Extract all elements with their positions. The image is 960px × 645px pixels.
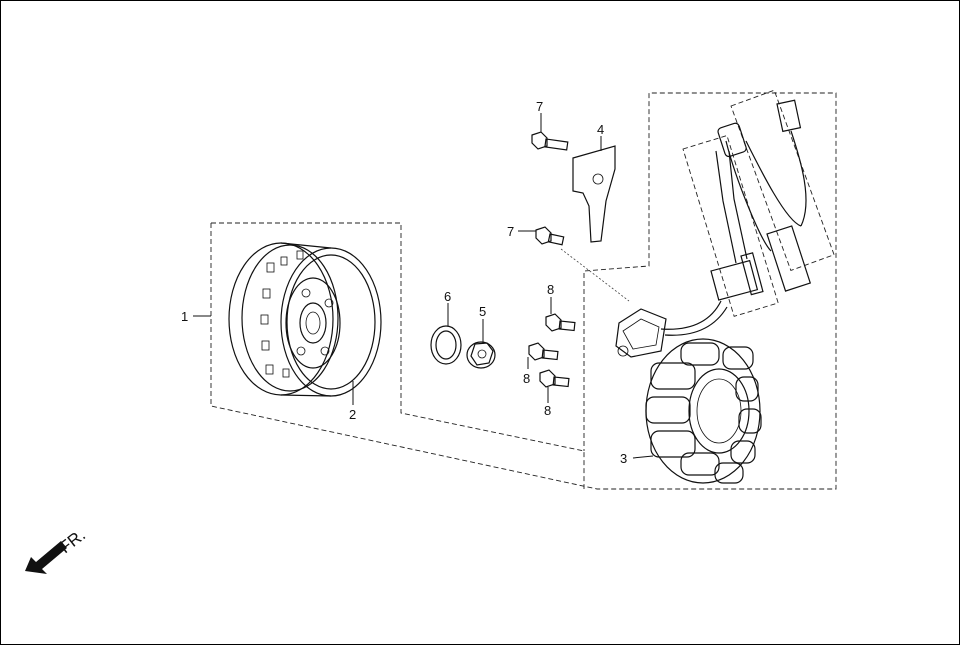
bolt-8-bottom [539,369,570,388]
pulser-coil [615,308,667,358]
front-direction-arrow-icon [25,541,67,574]
callout-8-bottom: 8 [544,403,551,418]
bracket-hole-icon [592,173,604,185]
bolt-8-middle [528,342,559,361]
callout-7-lower: 7 [507,224,514,239]
callout-7-upper: 7 [536,99,543,114]
callout-2: 2 [349,407,356,422]
alignment-line [560,248,630,302]
callout-4: 4 [597,122,604,137]
washer [430,325,462,365]
leader-3 [632,455,654,459]
bolt-7-lower [535,226,565,246]
wire-harness [660,89,835,336]
group-outline-flywheel [211,222,585,489]
callout-1: 1 [181,309,188,324]
stator-coil [645,338,762,484]
group-outline-main [210,92,837,490]
callout-8-middle: 8 [523,371,530,386]
callout-8-top: 8 [547,282,554,297]
flywheel-rotor [228,242,382,397]
bolt-8-top [545,313,576,332]
callout-5: 5 [479,304,486,319]
callout-3: 3 [620,451,627,466]
bolt-7-upper [531,131,569,151]
callout-6: 6 [444,289,451,304]
flange-nut [466,341,496,369]
wire-bracket [572,145,616,243]
